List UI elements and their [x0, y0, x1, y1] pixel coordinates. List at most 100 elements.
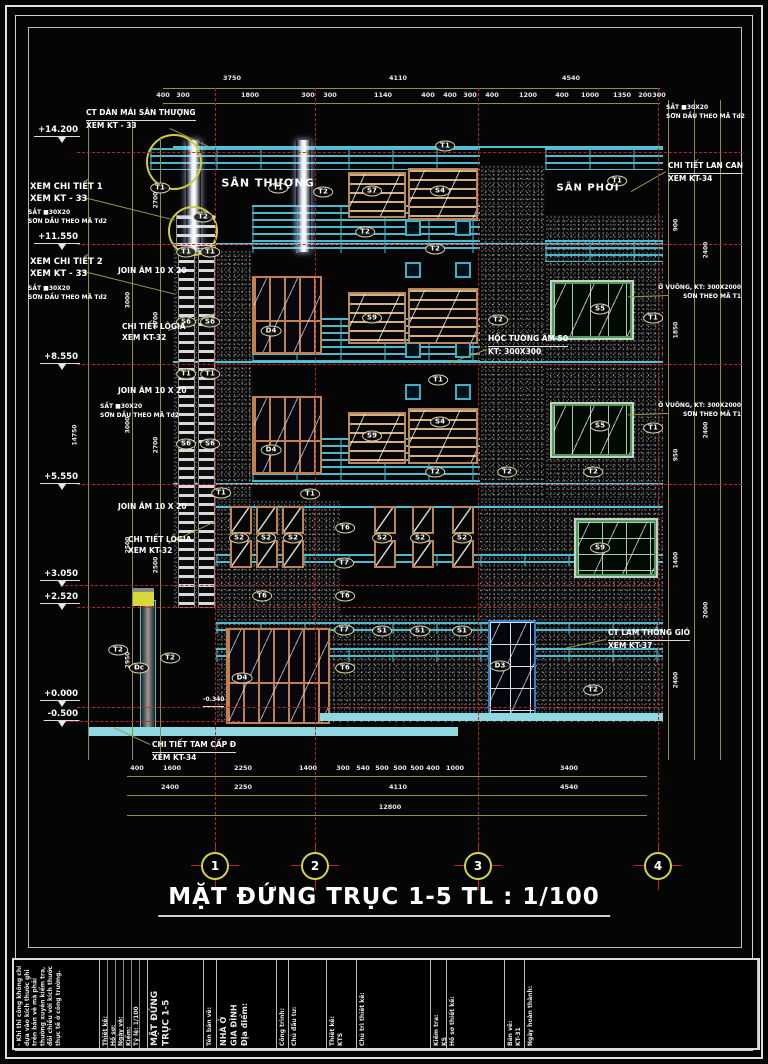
callout-tag: T1: [607, 175, 627, 187]
level-triangle-icon: [58, 701, 66, 707]
title-block-cell: Công trình:: [277, 960, 289, 1048]
callout-tag: S2: [410, 532, 430, 544]
dimension-text: 1000: [445, 764, 465, 772]
floor-centerline: [77, 152, 742, 153]
level-triangle-icon: [58, 604, 66, 610]
axis-bubble: 1: [201, 852, 229, 880]
dimension-text: 3750: [222, 74, 242, 82]
dimension-text-vertical: 2700: [152, 311, 160, 329]
window-s2: [412, 540, 434, 568]
callout-tag: S9: [362, 312, 382, 324]
callout-tag: D4: [260, 444, 282, 456]
callout-tag: S4: [430, 185, 450, 197]
callout-tag: S6: [176, 316, 196, 328]
callout-tag: T1: [200, 246, 220, 258]
dimension-line: [720, 100, 721, 760]
callout-tag: S6: [200, 438, 220, 450]
dimension-text: 1800: [240, 91, 260, 99]
level-triangle-icon: [58, 244, 66, 250]
callout-tag: T1: [211, 487, 231, 499]
dimension-text: 12800: [378, 803, 402, 811]
level-marker: +11.550: [34, 232, 80, 244]
dimension-line: [127, 776, 647, 777]
window-s2: [282, 506, 304, 534]
dimension-text-vertical: 900: [672, 218, 680, 232]
area-label: SÂN THƯỢNG: [221, 176, 315, 190]
annotation-note: JOIN ÂM 10 X 20: [118, 386, 187, 395]
callout-tag: S6: [176, 438, 196, 450]
grid-axis-line: [658, 88, 659, 845]
level-marker: +3.050: [39, 569, 80, 581]
dimension-text: 4540: [559, 783, 579, 791]
floor-centerline: [60, 585, 660, 586]
title-block-cell: Chủ trì thiết kế:: [357, 960, 431, 1048]
dimension-text-vertical: 2700: [152, 436, 160, 454]
window-s2: [412, 506, 434, 534]
wall-niche: [455, 220, 471, 236]
roof-railing-right: [545, 148, 663, 170]
porch-cap: [132, 588, 154, 606]
area-label: SÂN PHƠI: [556, 182, 620, 194]
dimension-text: 300: [652, 91, 666, 99]
dimension-text: 3400: [559, 764, 579, 772]
callout-tag: S2: [452, 532, 472, 544]
dimension-text: 500: [375, 764, 389, 772]
wall-niche: [405, 384, 421, 400]
floor-centerline: [77, 707, 657, 708]
callout-tag: S2: [372, 532, 392, 544]
sill-band: [216, 554, 663, 566]
slab-line: [173, 146, 663, 148]
callout-tag: S5: [590, 420, 610, 432]
level-marker: +14.200: [34, 125, 80, 137]
ground-step: [320, 713, 663, 721]
dimension-text: 300: [176, 91, 190, 99]
dimension-text-vertical: 3000: [124, 291, 132, 309]
dimension-text: 500: [393, 764, 407, 772]
callout-tag: T1: [176, 368, 196, 380]
callout-tag: S9: [590, 542, 610, 554]
window-s2: [230, 506, 252, 534]
floor-centerline: [77, 244, 742, 245]
louver-window-s9: [348, 412, 406, 464]
title-block-cell: Kiểm tra:KS: [431, 960, 447, 1048]
wall-niche: [405, 220, 421, 236]
title-block-cell: Thiết kế:Hồ sơ:Ngày vẽ:Kiểm:Tỷ lệ: 1/100: [100, 960, 148, 1048]
callout-tag: T1: [200, 368, 220, 380]
callout-tag: S2: [283, 532, 303, 544]
callout-tag: T6: [335, 662, 355, 674]
dimension-text: 4110: [388, 783, 408, 791]
dimension-line: [127, 815, 647, 816]
callout-tag: T1: [300, 488, 320, 500]
callout-tag: T2: [425, 466, 445, 478]
dimension-line: [160, 137, 161, 760]
window-s2: [256, 540, 278, 568]
level-marker: +0.000: [39, 689, 80, 701]
dimension-text-vertical: 2950: [124, 651, 132, 669]
callout-tag: S9: [362, 430, 382, 442]
annotation-note: JOIN ÂM 10 X 20: [118, 502, 187, 511]
callout-tag: T7: [334, 624, 354, 636]
callout-tag: S1: [452, 625, 472, 637]
callout-tag: T2: [488, 314, 508, 326]
dimension-text: 400: [555, 91, 569, 99]
level-triangle-icon: [58, 721, 66, 727]
callout-tag: S5: [590, 303, 610, 315]
title-block-cell: Ngày hoàn thành:: [525, 960, 758, 1048]
window-s2: [452, 506, 474, 534]
slab-line: [173, 361, 663, 363]
